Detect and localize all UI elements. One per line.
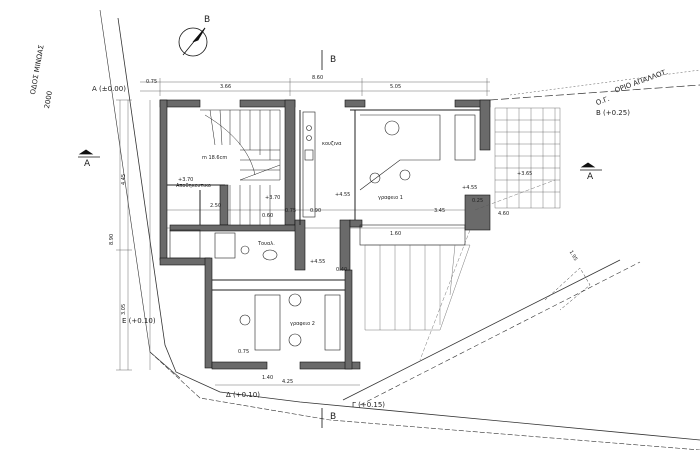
corner-e: Ε (+0.10) bbox=[122, 317, 156, 325]
office1-furniture bbox=[359, 114, 476, 246]
level-4: +4.55 bbox=[462, 185, 478, 191]
dim-top-c: 0.75 bbox=[146, 79, 158, 85]
room-kitchen: κουζινα bbox=[322, 141, 342, 147]
corner-d: Δ (+0.10) bbox=[226, 391, 260, 399]
stairs-note: m 18.6cm bbox=[202, 155, 228, 161]
office2-furniture bbox=[239, 293, 341, 351]
section-a-right: A bbox=[587, 172, 594, 182]
dim-mid-f: 0.25 bbox=[472, 198, 484, 204]
section-a-left: A bbox=[84, 159, 91, 169]
section-b-top: B bbox=[330, 55, 337, 65]
corner-g: Γ (+0.15) bbox=[352, 401, 386, 409]
terrace-tiles bbox=[494, 107, 561, 209]
staircase bbox=[200, 109, 281, 225]
dim-mid-d: 0.90 bbox=[310, 208, 322, 214]
dimension-lines bbox=[116, 78, 490, 386]
room-storage: Αποθηκευτικο bbox=[176, 183, 211, 189]
dim-left-a: 4.45 bbox=[121, 173, 127, 185]
room-office2: γραφειο 2 bbox=[290, 321, 315, 327]
level-6: +3.65 bbox=[517, 171, 533, 177]
dim-mid-e: 3.45 bbox=[434, 208, 446, 214]
dim-window-d: 0.75 bbox=[238, 349, 250, 355]
partitions bbox=[167, 109, 480, 291]
compass-letter: B bbox=[204, 15, 211, 25]
level-2: +3.70 bbox=[265, 195, 281, 201]
level-3: +4.55 bbox=[335, 192, 351, 198]
dim-top-total: 8.60 bbox=[312, 75, 324, 81]
level-1: +3.70 bbox=[178, 177, 194, 183]
corner-b: B (+0.25) bbox=[596, 109, 630, 117]
level-5: +4.55 bbox=[310, 259, 326, 265]
north-compass-icon bbox=[178, 27, 208, 57]
dim-bottom-a: 4.25 bbox=[282, 379, 294, 385]
kitchen-counter bbox=[302, 111, 316, 218]
section-b-bottom: B bbox=[330, 412, 337, 422]
section-markers bbox=[78, 50, 602, 428]
dim-window-b: 0.40 bbox=[336, 267, 348, 273]
dim-mid-c: 0.75 bbox=[285, 208, 297, 214]
room-office1: γραφειο 1 bbox=[378, 195, 403, 201]
corner-a: A (±0.00) bbox=[92, 85, 126, 93]
dim-left-total: 8.90 bbox=[109, 233, 115, 245]
dim-window-c: 1.40 bbox=[262, 375, 274, 381]
dim-mid-a: 2.50 bbox=[210, 203, 222, 209]
entrance-steps bbox=[364, 179, 556, 361]
dim-right-a: 4.60 bbox=[498, 211, 510, 217]
dim-window-a: 1.60 bbox=[390, 231, 402, 237]
dim-left-b: 3.05 bbox=[121, 303, 127, 315]
dim-top-b: 5.05 bbox=[390, 84, 402, 90]
site-boundary bbox=[99, 9, 700, 450]
dim-mid-b: 0.60 bbox=[262, 213, 274, 219]
wc-fixtures bbox=[169, 229, 278, 261]
room-wc: Τουαλ. bbox=[258, 241, 275, 247]
property-line bbox=[489, 69, 700, 101]
dim-top-a: 3.66 bbox=[220, 84, 232, 90]
main-walls bbox=[159, 99, 491, 370]
